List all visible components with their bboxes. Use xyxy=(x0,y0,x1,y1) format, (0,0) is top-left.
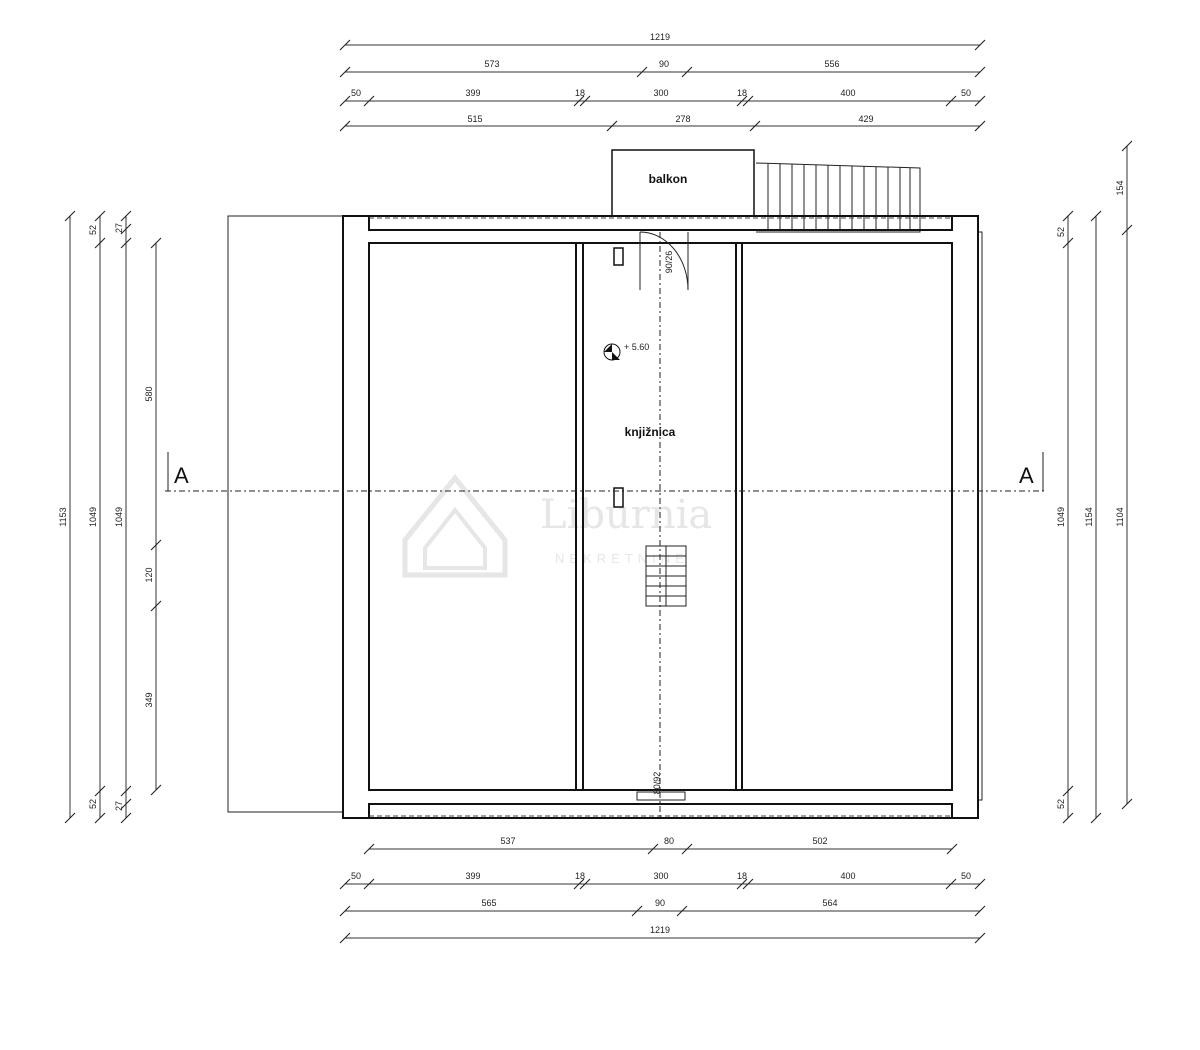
socket-icon xyxy=(613,247,624,266)
bottom-dimensions: 537 80 502 50 399 18 300 18 400 50 565 9… xyxy=(339,836,986,944)
dim-left-c4-b: 120 xyxy=(144,567,154,582)
dim-bot-r1-c: 502 xyxy=(812,836,827,846)
dim-bot-r2-g: 50 xyxy=(961,871,971,881)
dim-top-r3-d: 300 xyxy=(653,88,668,98)
dim-bot-r1-a: 537 xyxy=(500,836,515,846)
dim-right-c1-a: 52 xyxy=(1056,227,1066,237)
interior-stairs xyxy=(645,545,687,607)
dim-top-r3-c: 18 xyxy=(575,88,585,98)
dim-right-c2: 1154 xyxy=(1084,507,1094,526)
roof-overhang-left xyxy=(227,215,343,813)
dim-right-c3-b: 1104 xyxy=(1115,507,1125,526)
dim-bot-r1-b: 80 xyxy=(664,836,674,846)
section-marker-left: A xyxy=(174,463,189,488)
left-dimensions: 1153 52 1049 52 27 1049 27 580 120 349 xyxy=(58,210,162,824)
dim-top-r4-c: 429 xyxy=(858,114,873,124)
dim-top-r3-f: 400 xyxy=(840,88,855,98)
dim-left-c4-c: 349 xyxy=(144,692,154,707)
dim-top-r2-a: 573 xyxy=(484,59,499,69)
dim-left-c2-a: 52 xyxy=(88,225,98,235)
dim-bot-r3-b: 90 xyxy=(655,898,665,908)
exterior-stairs xyxy=(755,162,921,233)
dim-bot-r2-e: 18 xyxy=(737,871,747,881)
dim-left-c2-c: 52 xyxy=(88,799,98,809)
dim-top-r3-b: 399 xyxy=(465,88,480,98)
dim-right-c1-c: 52 xyxy=(1056,799,1066,809)
dim-bot-r2-b: 399 xyxy=(465,871,480,881)
door-bottom: 80/92 xyxy=(636,772,686,801)
right-dimensions: 52 1049 52 1154 154 1104 xyxy=(1056,140,1133,824)
dim-left-c3-a: 27 xyxy=(114,223,124,233)
dim-left-c2-b: 1049 xyxy=(88,507,98,527)
dim-top-r3-a: 50 xyxy=(351,88,361,98)
dim-bot-r3-a: 565 xyxy=(481,898,496,908)
roof-overhang-right xyxy=(978,231,983,801)
dim-top-r2-b: 90 xyxy=(659,59,669,69)
socket-icon xyxy=(613,487,624,508)
dim-bot-r2-a: 50 xyxy=(351,871,361,881)
elevation-label: + 5.60 xyxy=(624,342,649,352)
elevation-marker: + 5.60 xyxy=(603,342,649,361)
dim-left-c3-c: 27 xyxy=(114,801,124,811)
room-label-balcony: balkon xyxy=(649,172,688,186)
dim-bot-r3-c: 564 xyxy=(822,898,837,908)
watermark-brand: Liburnia xyxy=(540,492,712,538)
dim-bot-r2-c: 18 xyxy=(575,871,585,881)
dim-top-r2-c: 556 xyxy=(824,59,839,69)
section-line: A A xyxy=(165,232,1045,818)
dim-right-c3-a: 154 xyxy=(1115,180,1125,195)
top-dimensions: 1219 573 90 556 50 399 18 300 18 400 50 … xyxy=(339,32,986,132)
dim-top-r3-e: 18 xyxy=(737,88,747,98)
room-label-library: knjižnica xyxy=(625,425,676,439)
dim-right-c1-b: 1049 xyxy=(1056,507,1066,527)
dim-top-r4-a: 515 xyxy=(467,114,482,124)
dim-left-c3-b: 1049 xyxy=(114,507,124,527)
dim-left-c1: 1153 xyxy=(58,507,68,526)
door-label-bottom: 80/92 xyxy=(652,772,662,795)
watermark-sub: NEKRETNINE xyxy=(555,551,689,566)
balcony: balkon xyxy=(611,149,755,217)
dim-bot-r2-d: 300 xyxy=(653,871,668,881)
dim-top-r3-g: 50 xyxy=(961,88,971,98)
dim-bot-overall: 1219 xyxy=(650,925,670,935)
door-top: 90/26 xyxy=(639,231,689,291)
watermark: Liburnia NEKRETNINE xyxy=(402,474,712,578)
dim-bot-r2-f: 400 xyxy=(840,871,855,881)
dim-top-r4-b: 278 xyxy=(675,114,690,124)
dim-top-overall: 1219 xyxy=(650,32,670,42)
dim-left-c4-a: 580 xyxy=(144,386,154,401)
building-walls xyxy=(342,215,979,819)
door-label-top: 90/26 xyxy=(664,251,674,274)
section-marker-right: A xyxy=(1019,463,1034,488)
